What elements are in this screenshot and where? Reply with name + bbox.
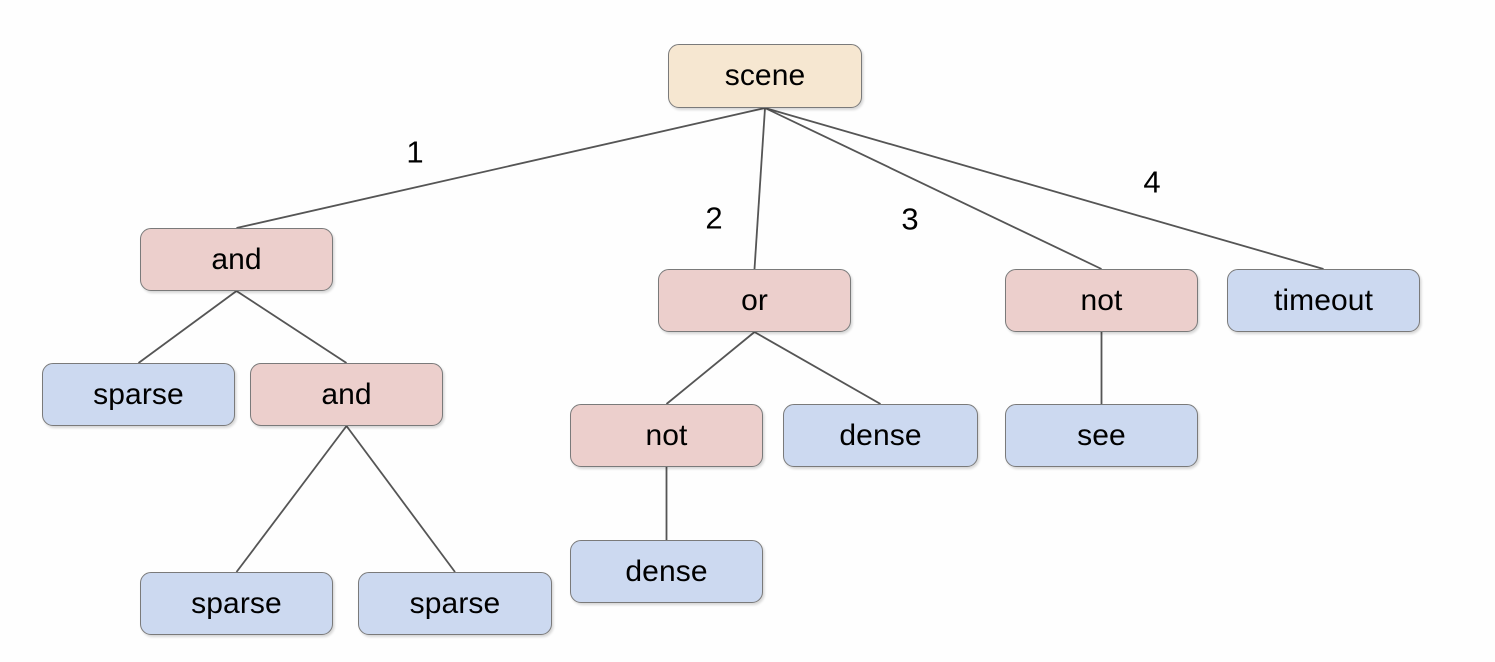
node-not2[interactable]: not bbox=[570, 404, 763, 467]
node-sparse3[interactable]: sparse bbox=[358, 572, 552, 635]
node-see[interactable]: see bbox=[1005, 404, 1198, 467]
node-and1[interactable]: and bbox=[140, 228, 333, 291]
node-label: or bbox=[741, 283, 768, 317]
node-label: and bbox=[321, 377, 372, 411]
node-not1[interactable]: not bbox=[1005, 269, 1198, 332]
node-or1[interactable]: or bbox=[658, 269, 851, 332]
node-scene[interactable]: scene bbox=[668, 44, 862, 108]
edge-label-3: 3 bbox=[901, 201, 919, 237]
node-label: dense bbox=[625, 554, 708, 588]
node-and2[interactable]: and bbox=[250, 363, 443, 426]
node-sparse1[interactable]: sparse bbox=[42, 363, 235, 426]
node-label: sparse bbox=[93, 377, 184, 411]
edge-scene-to-and1 bbox=[236, 107, 766, 229]
node-dense2[interactable]: dense bbox=[570, 540, 763, 603]
edge-scene-to-timeout bbox=[764, 107, 1324, 270]
edge-and1-to-sparse1 bbox=[137, 290, 238, 364]
node-label: scene bbox=[724, 59, 806, 92]
edge-and2-to-sparse2 bbox=[235, 425, 348, 573]
node-label: timeout bbox=[1273, 283, 1374, 317]
edge-label-1: 1 bbox=[406, 134, 424, 170]
node-sparse2[interactable]: sparse bbox=[140, 572, 333, 635]
edge-label-2: 2 bbox=[705, 200, 723, 236]
edge-scene-to-not1 bbox=[764, 107, 1102, 270]
node-label: sparse bbox=[191, 586, 282, 620]
edge-scene-to-or1 bbox=[753, 107, 766, 270]
node-label: sparse bbox=[409, 586, 501, 620]
edge-label-4: 4 bbox=[1143, 164, 1161, 200]
node-label: see bbox=[1077, 418, 1126, 452]
edge-or1-to-not2 bbox=[665, 331, 756, 405]
edge-and1-to-and2 bbox=[236, 290, 347, 364]
edge-or1-to-dense1 bbox=[754, 331, 881, 405]
node-label: and bbox=[211, 242, 262, 276]
node-timeout[interactable]: timeout bbox=[1227, 269, 1420, 332]
node-label: dense bbox=[839, 418, 922, 452]
node-label: not bbox=[1080, 283, 1123, 317]
edge-and2-to-sparse3 bbox=[345, 425, 456, 573]
node-dense1[interactable]: dense bbox=[783, 404, 978, 467]
node-label: not bbox=[645, 418, 688, 452]
